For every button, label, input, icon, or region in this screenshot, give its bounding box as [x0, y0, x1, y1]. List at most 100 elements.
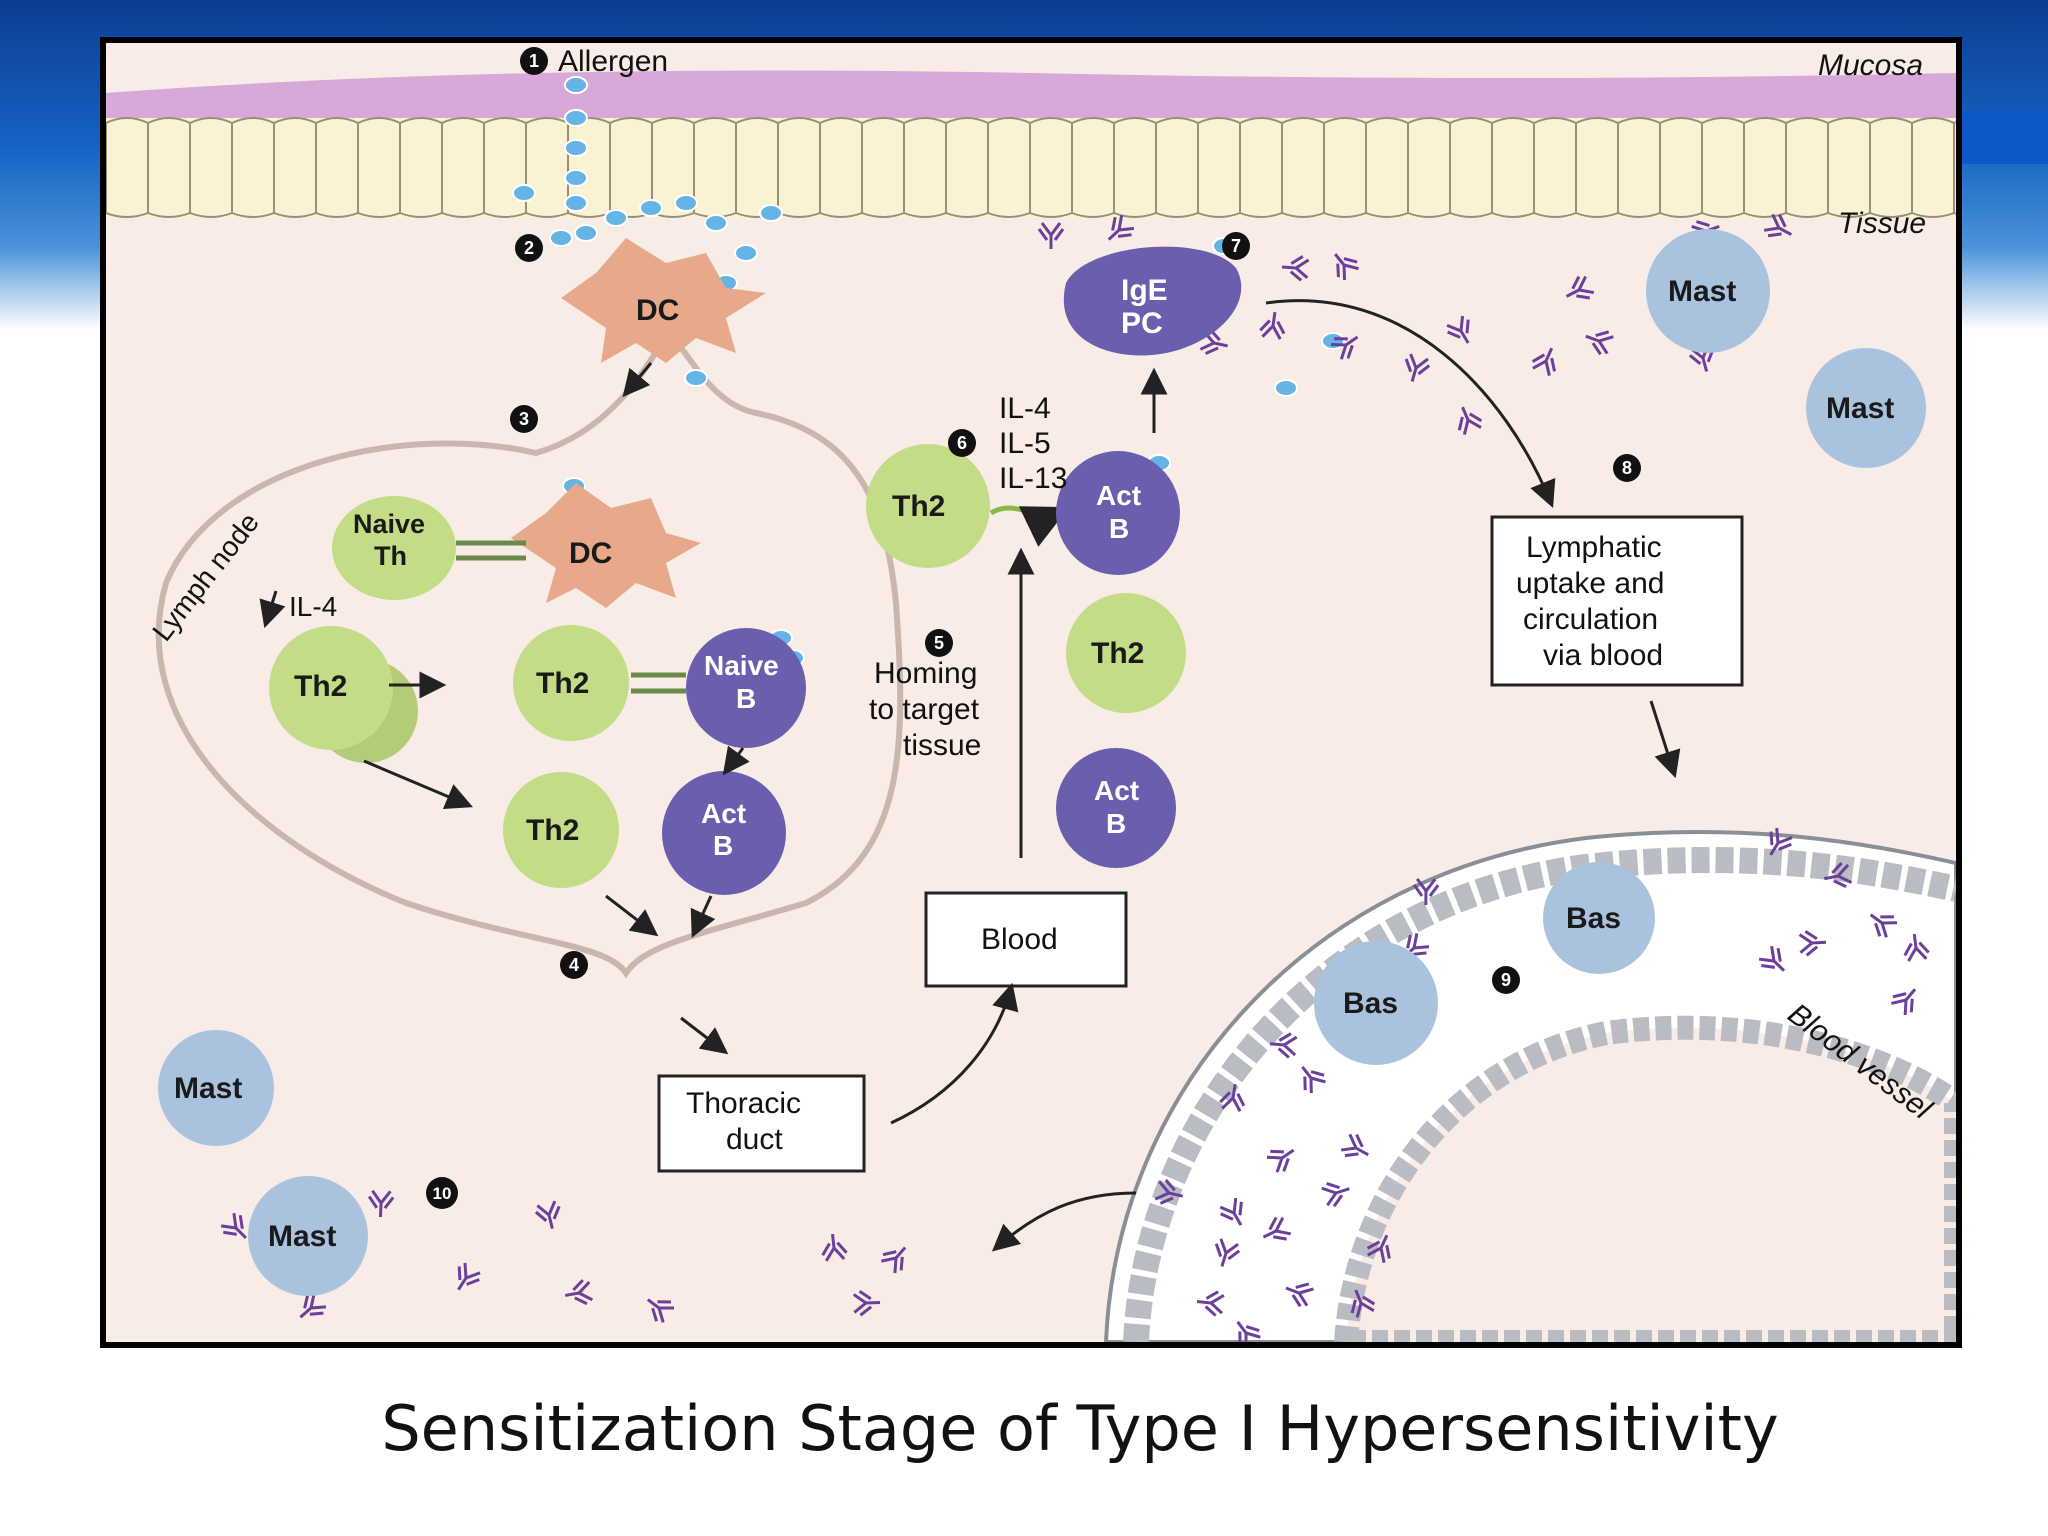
mast-cell-bottom-left-1: Mast: [158, 1030, 274, 1146]
step-2-marker: 2: [515, 234, 543, 262]
naive-th-label-2: Th: [374, 541, 407, 571]
allergen-particle: [674, 194, 698, 212]
ige-antibody: [1301, 1066, 1326, 1094]
naive-th-label-1: Naive: [353, 509, 425, 539]
ige-antibody: [1154, 1178, 1183, 1205]
step-5-marker: 5: [925, 629, 953, 657]
bas-label-1: Bas: [1566, 902, 1621, 935]
ige-antibody: [1798, 930, 1827, 957]
mast-label-4: Mast: [268, 1220, 336, 1253]
th2-label-cluster: Th2: [294, 670, 347, 703]
naive-b-label-2: B: [736, 683, 756, 714]
naive-th-cell: [332, 496, 456, 600]
ige-antibody: [1340, 1133, 1369, 1158]
ige-antibody: [1763, 213, 1793, 238]
act-b-cell-tissue: [1056, 451, 1180, 575]
diagram-frame: DC DC Naive Th Th2 Th2 Naive B Th2 Act B…: [100, 37, 1962, 1348]
step-9: 9: [1501, 970, 1511, 990]
ige-antibody: [1869, 913, 1898, 938]
mast-cell-tissue-right: Mast: [1806, 348, 1926, 468]
allergen-label: Allergen: [558, 45, 668, 78]
ige-antibody: [457, 1262, 481, 1291]
synapse-connector: [456, 540, 526, 561]
act-b-tissue-label-1: Act: [1096, 480, 1141, 511]
ige-antibody: [1891, 988, 1917, 1016]
act-b-tissue-label-2: B: [1109, 513, 1129, 544]
ige-antibody: [1219, 1197, 1243, 1226]
step-5: 5: [934, 633, 944, 653]
ige-antibody: [1199, 329, 1229, 355]
step-3-marker: 3: [510, 405, 538, 433]
il4-small-label: IL-4: [289, 591, 337, 622]
ige-antibody: [1823, 862, 1853, 888]
lymphatic-uptake-box: [1490, 515, 1744, 687]
naive-b-label-1: Naive: [704, 650, 779, 681]
homing-label-1: Homing: [874, 657, 977, 690]
step-10-marker: 10: [426, 1177, 458, 1209]
mucosa-layer: [106, 70, 1956, 123]
allergen-particle: [549, 229, 573, 247]
ige-antibody: [1350, 1289, 1376, 1318]
step-4-marker: 4: [560, 951, 588, 979]
ige-antibody: [821, 1233, 848, 1262]
allergen-particle: [684, 369, 708, 387]
ige-antibody: [299, 1293, 327, 1319]
ige-pc-label-1: IgE: [1121, 274, 1168, 307]
ige-antibody: [1334, 253, 1359, 281]
thoracic-label-1: Thoracic: [686, 1087, 801, 1120]
ige-antibody: [1758, 945, 1786, 972]
allergen-particle: [574, 224, 598, 242]
arrow-naive-act-b: [722, 745, 750, 776]
ige-pc-label-2: PC: [1121, 307, 1163, 340]
step-8-marker: 8: [1613, 454, 1641, 482]
mucosa-label: Mucosa: [1818, 49, 1923, 82]
cytokine-il5: IL-5: [999, 427, 1051, 460]
step-1-marker: 1: [520, 47, 548, 75]
arrow-dc-down: [622, 362, 653, 398]
step-7-marker: 7: [1222, 232, 1250, 260]
arrow-il4-th2: [259, 590, 286, 629]
lymphatic-label-4: via blood: [1543, 639, 1663, 672]
ige-antibody: [1769, 827, 1793, 856]
ige-antibody: [1565, 275, 1595, 300]
th2-label-center: Th2: [536, 667, 589, 700]
allergen-particle: [564, 76, 588, 94]
step-8: 8: [1622, 458, 1632, 478]
ige-antibody: [881, 1246, 907, 1274]
ige-antibody: [1366, 1234, 1391, 1263]
thoracic-label-2: duct: [726, 1123, 783, 1156]
blood-box: [924, 891, 1128, 988]
arrow-th2-lower: [363, 759, 473, 810]
ige-antibody: [1262, 1216, 1292, 1241]
mast-label-1: Mast: [1668, 275, 1736, 308]
ige-antibody: [1330, 335, 1359, 360]
mast-cell-tissue-top: Mast: [1646, 229, 1770, 353]
arrow-th2-exit: [605, 894, 659, 937]
allergen-particle: [1274, 379, 1298, 397]
blood-box-label: Blood: [981, 923, 1058, 956]
ige-antibody: [1585, 330, 1614, 356]
ige-antibody: [1107, 214, 1135, 241]
mast-cell-bottom-left-2: Mast: [248, 1176, 368, 1296]
allergen-particle: [564, 169, 588, 187]
basophil-2: Bas: [1314, 941, 1438, 1065]
act-b-circ-label-1: Act: [1094, 775, 1139, 806]
allergen-particle: [564, 139, 588, 157]
arrow-lymphatic: [1265, 299, 1556, 508]
th2-cell-main: [269, 626, 393, 750]
ige-antibody: [1404, 353, 1431, 382]
step-6-marker: 6: [948, 429, 976, 457]
th2-label-lower: Th2: [526, 814, 579, 847]
banner-stripe: [1950, 112, 2048, 164]
th2-cell-center: [513, 625, 629, 741]
cytokine-il13: IL-13: [999, 462, 1067, 495]
ige-antibody: [1037, 222, 1065, 249]
naive-b-cell: [686, 628, 806, 748]
homing-label-2: to target: [869, 693, 980, 726]
ige-antibody: [1214, 1238, 1241, 1267]
th2-cell-tissue: [866, 444, 990, 568]
ige-antibodies: [220, 213, 1930, 1342]
step-9-marker: 9: [1492, 966, 1520, 994]
ige-antibody: [534, 1200, 561, 1229]
mast-label-2: Mast: [1826, 392, 1894, 425]
